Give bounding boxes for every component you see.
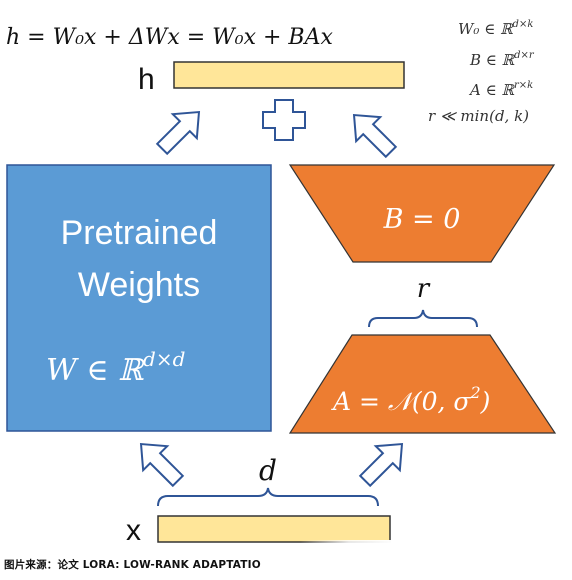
- pretrained-label-line2: Weights: [78, 266, 200, 304]
- h-label: h: [138, 63, 155, 96]
- def-b: B ∈ ℝd×r: [469, 50, 535, 69]
- source-caption: 图片来源：论文 LORA: LOW-RANK ADAPTATIO: [4, 559, 261, 571]
- watermark-fade: [300, 540, 572, 580]
- def-r: r ≪ min(d, k): [428, 107, 529, 125]
- main-equation: h = W₀x + ΔWx = W₀x + BAx: [6, 25, 333, 50]
- arrow-up-bottom-right-icon: [358, 442, 404, 488]
- a-formula: A = 𝒩(0, σ2): [331, 383, 490, 416]
- def-a: A ∈ ℝr×k: [468, 80, 533, 99]
- matrix-b-trapezoid: [288, 164, 556, 263]
- arrow-up-bottom-left-icon: [139, 442, 185, 488]
- r-label: r: [417, 274, 431, 304]
- plus-icon: [262, 99, 306, 141]
- arrow-upleft-top-icon: [352, 113, 398, 159]
- arrow-upright-top-icon: [155, 110, 201, 156]
- x-label: x: [126, 514, 141, 547]
- w-formula: W ∈ ℝd×d: [46, 347, 185, 388]
- def-w0: W₀ ∈ ℝd×k: [458, 19, 533, 38]
- b-formula: B = 0: [383, 204, 461, 235]
- matrix-a-trapezoid: [288, 334, 557, 434]
- d-label: d: [259, 454, 277, 487]
- x-input-bar: [157, 515, 391, 543]
- r-brace: [368, 309, 478, 328]
- d-brace: [157, 487, 379, 507]
- h-output-bar: [173, 61, 405, 89]
- pretrained-weights-block: [6, 164, 272, 432]
- pretrained-label-line1: Pretrained: [61, 214, 218, 252]
- definitions: W₀ ∈ ℝd×k B ∈ ℝd×r A ∈ ℝr×k r ≪ min(d, k…: [428, 19, 535, 125]
